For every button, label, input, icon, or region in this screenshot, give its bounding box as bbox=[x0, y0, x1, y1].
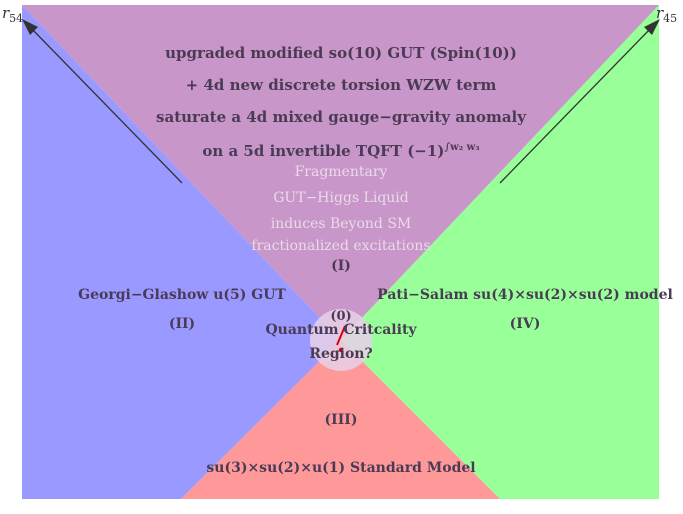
region-I-line-4: on a 5d invertible TQFT (−1)∫w₂ w₃ bbox=[202, 142, 480, 160]
region-IV-title: Pati−Salam su(4)×su(2)×su(2) model bbox=[377, 287, 673, 303]
region-I-faint-line-2: GUT−Higgs Liquid bbox=[273, 190, 409, 206]
critical-point-mark bbox=[336, 325, 346, 346]
region-II-title: Georgi−Glashow u(5) GUT bbox=[78, 287, 286, 303]
region-I-label: (I) bbox=[331, 258, 351, 274]
region-IV-fill bbox=[341, 5, 659, 499]
axis-r54-line bbox=[29, 26, 183, 184]
region-I-faint-line-4: fractionalized excitations bbox=[251, 238, 431, 254]
tqft-exponent: ∫w₂ w₃ bbox=[444, 142, 480, 153]
region-II-fill bbox=[22, 5, 341, 499]
axis-r54-arrowhead bbox=[22, 19, 38, 35]
critical-point-dot bbox=[338, 347, 344, 353]
axis-label-r45: r45 bbox=[656, 4, 678, 25]
axis-r45-line bbox=[499, 26, 653, 184]
region-II-label: (II) bbox=[168, 316, 196, 332]
axis-r45-arrowhead bbox=[644, 19, 660, 35]
region-I-faint-line-1: Fragmentary bbox=[294, 164, 388, 180]
region-IV-label: (IV) bbox=[509, 316, 541, 332]
region-I-line-1: upgraded modified so(10) GUT (Spin(10)) bbox=[165, 44, 517, 62]
region-I-line-3: saturate a 4d mixed gauge−gravity anomal… bbox=[156, 108, 526, 126]
region-I-fill bbox=[22, 5, 659, 340]
region-III-fill bbox=[181, 340, 500, 499]
critical-region-circle bbox=[310, 309, 372, 371]
region-III-title: su(3)×su(2)×u(1) Standard Model bbox=[206, 460, 476, 476]
center-label: (0) bbox=[330, 309, 352, 324]
region-III-label: (III) bbox=[324, 412, 358, 428]
axis-label-r54: r54 bbox=[2, 4, 24, 25]
region-I-faint-line-3: induces Beyond SM bbox=[270, 216, 412, 232]
region-I-line-2: + 4d new discrete torsion WZW term bbox=[185, 76, 497, 94]
center-line-1: Quantum Critcality bbox=[265, 322, 417, 338]
center-line-2: Region? bbox=[309, 346, 373, 362]
